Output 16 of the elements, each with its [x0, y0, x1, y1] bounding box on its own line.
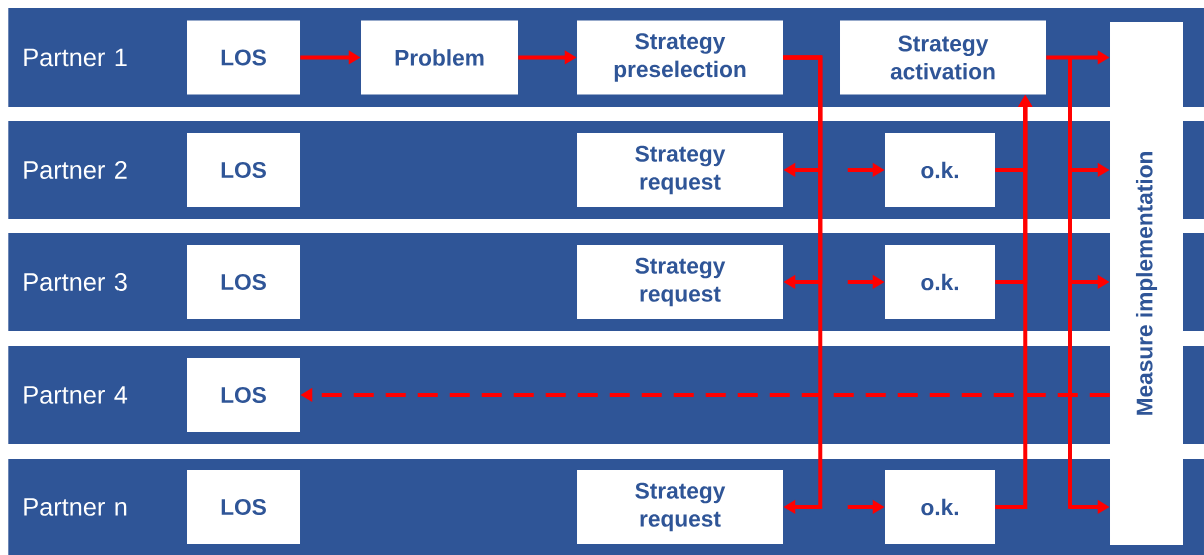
process-box: LOS: [187, 20, 300, 95]
arrow: [783, 55, 823, 515]
process-box: Strategy request: [577, 245, 783, 319]
process-box: LOS: [187, 470, 300, 544]
process-box: LOS: [187, 133, 300, 207]
process-box: o.k.: [885, 133, 995, 207]
process-box: Strategy activation: [840, 20, 1046, 95]
process-box: LOS: [187, 245, 300, 319]
process-box: Strategy request: [577, 133, 783, 207]
process-box: Strategy preselection: [577, 20, 783, 95]
process-box: Measure implementation: [1110, 22, 1183, 545]
process-box: o.k.: [885, 470, 995, 544]
process-box: Problem: [361, 20, 518, 95]
process-box: Strategy request: [577, 470, 783, 544]
process-box: o.k.: [885, 245, 995, 319]
process-box: LOS: [187, 358, 300, 432]
